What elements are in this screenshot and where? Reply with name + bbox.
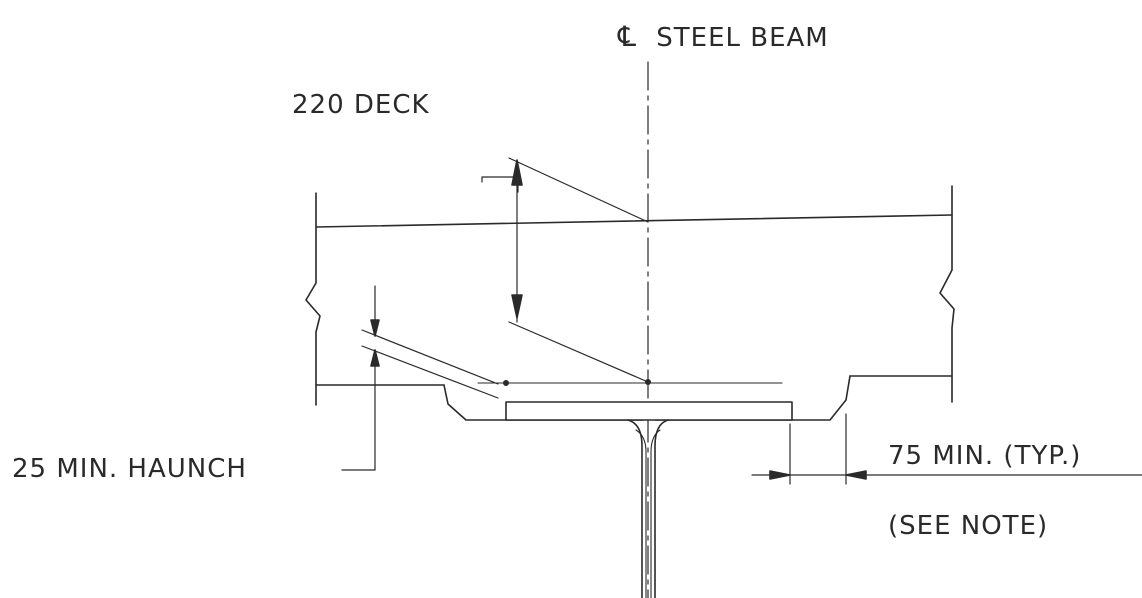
haunch-label: 25 MIN. HAUNCH	[12, 454, 247, 484]
steel-beam-web-right	[654, 419, 669, 598]
steel-beam-web-left-inner	[635, 429, 647, 598]
see-note-label: (SEE NOTE)	[888, 511, 1049, 541]
deck-top-line	[315, 214, 953, 228]
reference-dot-center	[644, 378, 651, 385]
steel-beam-web-right-inner	[650, 429, 661, 598]
right-break-line	[939, 185, 955, 403]
left-break-line	[305, 192, 321, 406]
min-typ-label: 75 MIN. (TYP.)	[888, 441, 1082, 471]
min-dim-arrow-right	[845, 470, 867, 480]
deck-label: 220 DECK	[292, 90, 430, 120]
deck-dim-arrow-down	[511, 294, 523, 319]
centerline-icon: ℄	[618, 20, 637, 53]
reference-dot-left	[502, 379, 509, 386]
haunch-arrow-down	[370, 319, 380, 337]
haunch-extension-upper	[361, 329, 499, 385]
min-dim-arrow-left	[769, 470, 791, 480]
steel-beam-web-left	[627, 419, 643, 598]
haunch-arrow-up	[370, 349, 380, 367]
deck-leader	[481, 176, 519, 193]
deck-top-extension	[508, 157, 649, 223]
steel-beam-label: STEEL BEAM	[656, 23, 829, 53]
deck-bottom-extension	[508, 321, 649, 383]
steel-beam-top-flange	[505, 401, 793, 421]
haunch-extension-lower	[361, 345, 499, 399]
centerline-label: ℄ STEEL BEAM	[618, 20, 829, 53]
deck-dim-arrow-up	[511, 159, 523, 186]
